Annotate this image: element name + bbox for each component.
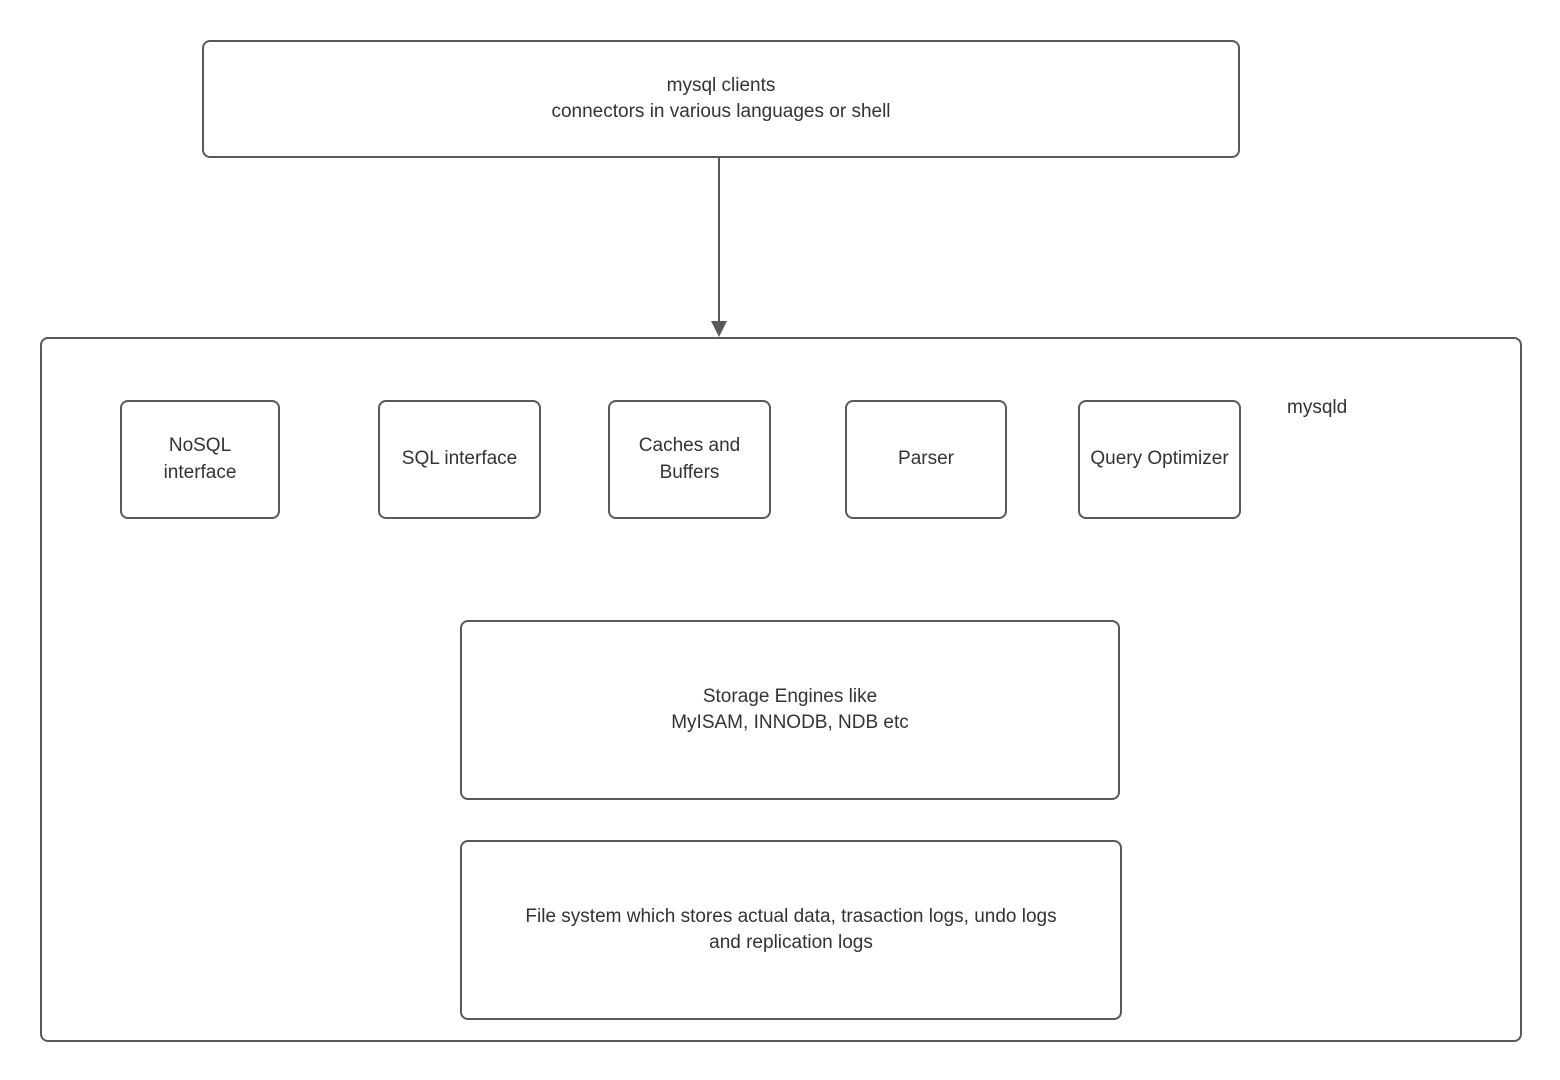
component-label: NoSQL interface [163,435,237,483]
component-box-nosql-interface: NoSQL interface [120,400,280,519]
clients-box-label: mysql clients connectors in various lang… [551,74,891,122]
component-label: Caches and Buffers [638,435,741,483]
component-label: Query Optimizer [1090,448,1229,470]
file-system-label: File system which stores actual data, tr… [525,905,1057,953]
component-box-caches-and-buffers: Caches and Buffers [608,400,771,519]
storage-engines-label: Storage Engines like MyISAM, INNODB, NDB… [671,685,909,733]
clients-to-mysqld-arrow-head-icon [711,321,727,337]
clients-box: mysql clients connectors in various lang… [202,40,1240,158]
component-box-parser: Parser [845,400,1007,519]
component-label: Parser [898,448,954,470]
component-label: SQL interface [401,448,518,470]
file-system-box: File system which stores actual data, tr… [460,840,1122,1020]
component-box-sql-interface: SQL interface [378,400,541,519]
component-box-query-optimizer: Query Optimizer [1078,400,1241,519]
mysqld-label: mysqld [1287,397,1348,418]
storage-engines-box: Storage Engines like MyISAM, INNODB, NDB… [460,620,1120,800]
clients-to-mysqld-arrow-line [718,158,720,323]
